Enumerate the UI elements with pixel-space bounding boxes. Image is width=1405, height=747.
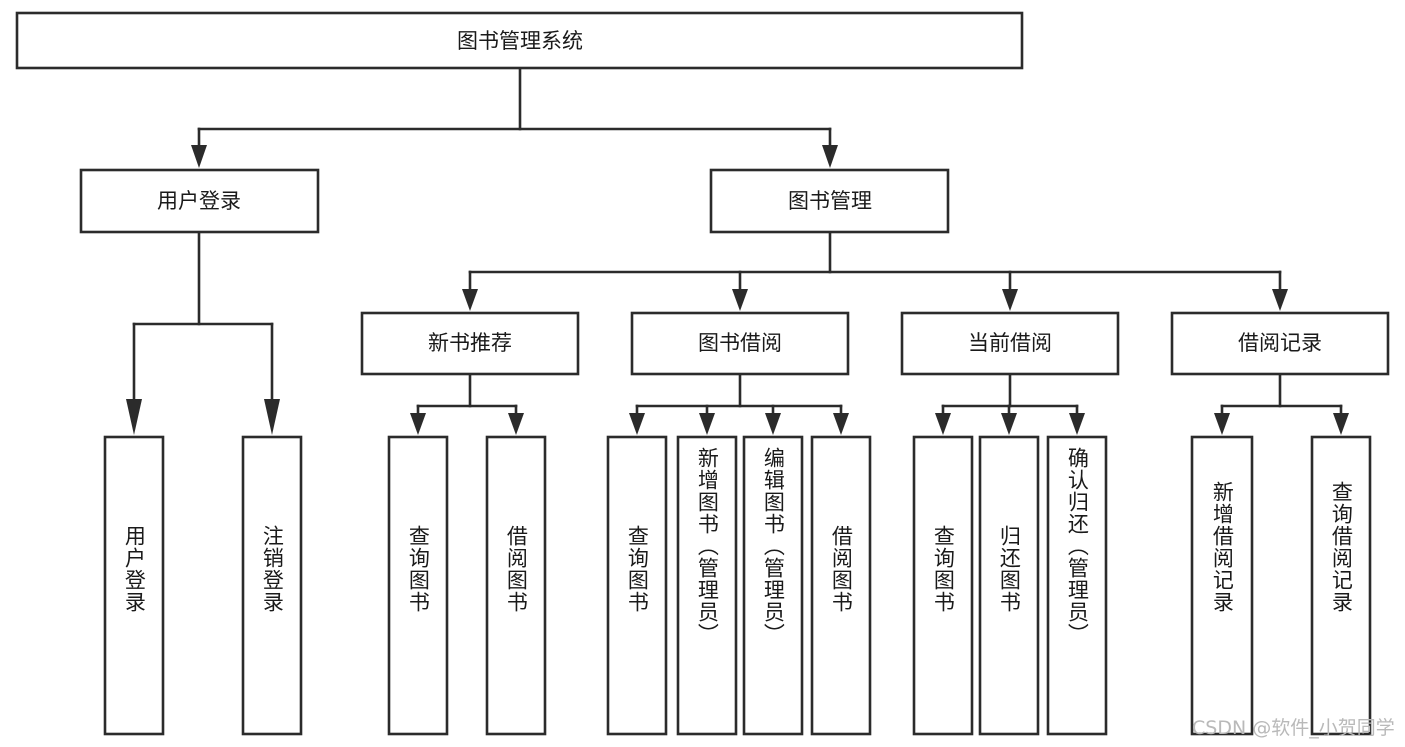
node-book-manage-box[interactable] <box>709 168 950 234</box>
node-leaf-return-book-box[interactable] <box>978 435 1040 736</box>
node-leaf-edit-book-box[interactable] <box>742 435 804 736</box>
node-new-book-rec-label: 新书推荐 <box>428 331 512 355</box>
arrow-head-leaf-query-book-3 <box>935 413 951 435</box>
arrow-head-user-login <box>191 145 207 168</box>
arrow-head-leaf-return-book <box>1001 413 1017 435</box>
node-book-manage[interactable]: 图书管理 <box>709 168 950 234</box>
connectors-borrow-record-to-leaves <box>1214 372 1349 435</box>
arrow-head-leaf-logout-login <box>264 399 280 435</box>
connectors-new-book-rec-to-leaves <box>410 372 524 435</box>
arrow-head-leaf-user-login <box>126 399 142 435</box>
node-root-box[interactable] <box>15 11 1024 70</box>
node-leaf-query-book-1-box[interactable] <box>387 435 449 736</box>
arrow-head-leaf-borrow-book-2 <box>833 413 849 435</box>
node-book-borrow[interactable]: 图书借阅 <box>630 311 850 376</box>
node-current-borrow-label: 当前借阅 <box>968 331 1052 355</box>
arrow-head-leaf-add-book <box>699 413 715 435</box>
node-leaf-confirm-return-box[interactable] <box>1046 435 1108 736</box>
arrow-head-book-borrow <box>732 289 748 311</box>
connectors-user-login-to-leaves <box>126 230 280 435</box>
arrow-head-leaf-query-book-1 <box>410 413 426 435</box>
node-book-borrow-label: 图书借阅 <box>698 331 782 355</box>
node-leaf-add-record-box[interactable] <box>1190 435 1254 736</box>
node-current-borrow-box[interactable] <box>900 311 1120 376</box>
node-user-login[interactable]: 用户登录 <box>79 168 320 234</box>
arrow-head-leaf-edit-book <box>765 413 781 435</box>
node-current-borrow[interactable]: 当前借阅 <box>900 311 1120 376</box>
node-borrow-record-box[interactable] <box>1170 311 1390 376</box>
node-user-login-box[interactable] <box>79 168 320 234</box>
node-leaf-borrow-book-2-box[interactable] <box>810 435 872 736</box>
node-leaf-query-book-3-box[interactable] <box>912 435 974 736</box>
arrow-head-leaf-borrow-book-1 <box>508 413 524 435</box>
arrow-head-leaf-query-record <box>1333 413 1349 435</box>
node-root[interactable]: 图书管理系统 <box>15 11 1024 70</box>
node-leaf-borrow-book-1-box[interactable] <box>485 435 547 736</box>
node-leaf-logout-login-box[interactable] <box>241 435 303 736</box>
connectors-book-manage-to-level3 <box>462 230 1288 311</box>
connectors-current-borrow-to-leaves <box>935 372 1085 435</box>
node-new-book-rec-box[interactable] <box>360 311 580 376</box>
node-borrow-record[interactable]: 借阅记录 <box>1170 311 1390 376</box>
connectors-book-borrow-to-leaves <box>629 372 849 435</box>
leaf-boxes <box>103 435 1372 736</box>
node-leaf-query-record-box[interactable] <box>1310 435 1372 736</box>
node-new-book-rec[interactable]: 新书推荐 <box>360 311 580 376</box>
node-leaf-add-book-box[interactable] <box>676 435 738 736</box>
csdn-watermark: CSDN @软件_小贺同学 <box>1192 717 1395 739</box>
arrow-head-current-borrow <box>1002 289 1018 311</box>
arrow-head-new-book-rec <box>462 289 478 311</box>
arrow-head-leaf-add-record <box>1214 413 1230 435</box>
arrow-head-book-manage <box>822 145 838 168</box>
arrow-head-leaf-query-book-2 <box>629 413 645 435</box>
arrow-head-leaf-confirm-return <box>1069 413 1085 435</box>
node-leaf-query-book-2-box[interactable] <box>606 435 668 736</box>
node-book-manage-label: 图书管理 <box>788 189 872 213</box>
node-book-borrow-box[interactable] <box>630 311 850 376</box>
node-borrow-record-label: 借阅记录 <box>1238 331 1322 355</box>
connectors-root-to-level2 <box>191 66 838 168</box>
arrow-head-borrow-record <box>1272 289 1288 311</box>
node-root-label: 图书管理系统 <box>457 29 583 53</box>
node-leaf-user-login-box[interactable] <box>103 435 165 736</box>
node-user-login-label: 用户登录 <box>157 189 241 213</box>
